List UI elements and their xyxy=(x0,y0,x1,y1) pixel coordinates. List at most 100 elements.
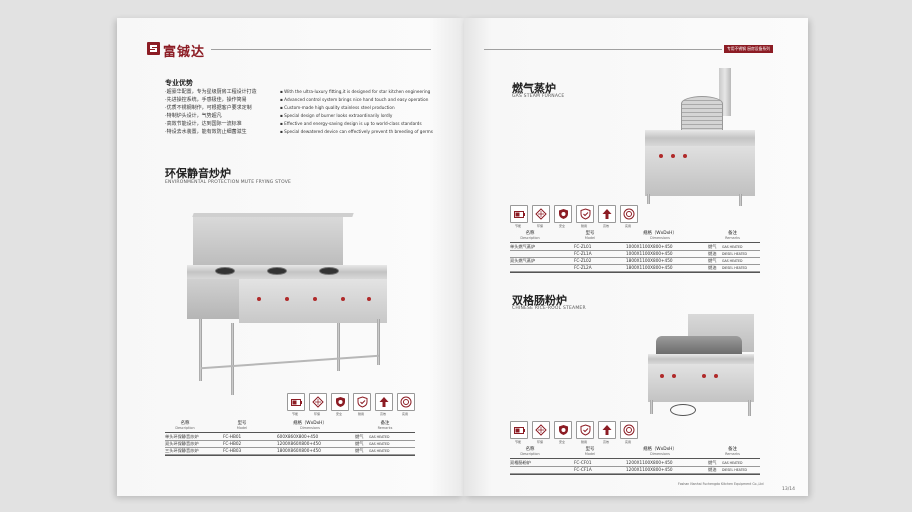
cell-model: FC-CF1A xyxy=(574,467,592,472)
rice-roll-spec-table: 名称 Description 型号 Model 规格（WxDxH） Dimens… xyxy=(510,446,760,482)
cell-fuel: 燃油 xyxy=(708,265,717,270)
cell-model: FC-HB02 xyxy=(223,441,242,446)
table-row: FC-CF1A 1200X1100X800+450 燃油 DIESEL HEAT… xyxy=(510,466,760,474)
badge-icon xyxy=(576,205,594,223)
shell-icon xyxy=(532,205,550,223)
feature-en: ▪ With the ultra-luxury fitting,it is de… xyxy=(280,89,431,94)
col-header-model: 型号 xyxy=(237,421,247,426)
features-cn-list: ·超豪华配置，专为星级厨房工程设计打造 ·先进操控系统，手感极佳，操作简易 ·优… xyxy=(165,88,257,136)
icon-label: 环保 xyxy=(536,224,543,228)
icon-label: 高效 xyxy=(379,412,386,416)
series-badge: 专用不锈钢 厨房设备系列 xyxy=(724,45,773,53)
up-arrow-icon xyxy=(598,205,616,223)
col-header-model-en: Model xyxy=(236,426,248,430)
cell-fuel: 燃油 xyxy=(708,251,717,256)
mute-stove-spec-table: 名称 Description 型号 Model 规格（WxDxH） Dimens… xyxy=(165,420,415,460)
table-rule xyxy=(165,432,415,433)
icon-label: 节能 xyxy=(514,440,521,444)
cell-dims: 1200X1100X800+450 xyxy=(626,460,673,465)
cell-fuel-en: GAS HEATED xyxy=(369,434,390,439)
cell-fuel: 燃气 xyxy=(708,460,717,465)
col-header-model-en: Model xyxy=(584,236,596,240)
stove-leg xyxy=(231,323,234,395)
mute-stove-image xyxy=(187,213,397,398)
cell-dims: 1200X1100X800+450 xyxy=(626,467,673,472)
cell-fuel-en: GAS HEATED xyxy=(369,448,390,453)
furnace-body xyxy=(645,146,755,196)
shield-icon xyxy=(331,393,349,411)
icon-label: 实用 xyxy=(401,412,408,416)
feature-cn: ·优质不锈钢制作，可根据客户要求定制 xyxy=(165,105,252,111)
feature-cn: ·先进操控系统，手感极佳，操作简易 xyxy=(165,97,247,103)
icon-label: 安全 xyxy=(335,412,342,416)
col-header-remarks: 备注 xyxy=(728,231,737,236)
cell-dims: 1800X1100X800+450 xyxy=(626,258,673,263)
cell-model: FC-ZL1A xyxy=(574,251,592,256)
col-header-dimensions-en: Dimensions xyxy=(300,426,320,430)
table-row: 双头环保静音炒炉 FC-HB02 1200X860X800+450 燃气 GAS… xyxy=(165,440,415,448)
icon-label: 实用 xyxy=(624,224,631,228)
knob xyxy=(367,297,371,301)
steamer-body xyxy=(648,364,754,402)
icon-label: 环保 xyxy=(536,440,543,444)
icon-label: 高效 xyxy=(602,440,609,444)
rice-roll-image xyxy=(642,314,760,432)
icon-label: 安全 xyxy=(558,224,565,228)
mute-stove-subtitle: ENVIRONMENTAL PROTECTION MUTE FRYING STO… xyxy=(165,180,292,185)
cell-fuel-en: DIESEL HEATED xyxy=(722,265,747,270)
cell-dims: 1000X1100X800+450 xyxy=(626,244,673,249)
feature-cn: ·特设去水装置，能有效防止细菌滋生 xyxy=(165,129,247,135)
feature-en: ▪ Effective and energy-saving design is … xyxy=(280,121,422,126)
rice-roll-subtitle: CHINESE RICE-ROOL STEAMER xyxy=(512,306,586,311)
col-header-remarks-en: Remarks xyxy=(725,452,740,456)
feature-en: ▪ Advanced control system brings nice ha… xyxy=(280,97,429,102)
cell-dims: 1800X860X800+450 xyxy=(277,448,321,453)
brand-logo-icon xyxy=(147,42,160,55)
rice-roll-feature-icons: 节能 环保 安全 耐用 高效 实用 xyxy=(510,421,640,449)
cell-name: 双格肠粉炉 xyxy=(510,460,531,465)
stove-bottom-bar xyxy=(201,354,379,370)
furnace-leg xyxy=(647,194,650,204)
stove-backsplash xyxy=(193,217,343,265)
feature-en: ▪ Special design of burner looks extraor… xyxy=(280,113,393,118)
footer-company: Foshan Nanhai Fuchengda Kitchen Equipmen… xyxy=(678,482,764,486)
icon-label: 耐用 xyxy=(580,440,587,444)
shield-icon xyxy=(554,205,572,223)
cell-fuel-en: GAS HEATED xyxy=(722,244,743,249)
right-page: 专用不锈钢 厨房设备系列 燃气蒸炉 GAS STEAM FURNACE 节能 环… xyxy=(464,18,808,496)
col-header-description-en: Description xyxy=(175,426,195,430)
cell-fuel: 燃气 xyxy=(708,244,717,249)
features-en-list: ▪ With the ultra-luxury fitting,it is de… xyxy=(280,88,433,136)
cell-model: FC-ZL02 xyxy=(574,258,592,263)
table-row: FC-ZL2A 1800X1100X800+450 燃油 DIESEL HEAT… xyxy=(510,264,760,272)
cell-fuel-en: DIESEL HEATED xyxy=(722,251,747,256)
knob xyxy=(702,374,706,378)
cell-name: 单头环保静音炒炉 xyxy=(165,434,199,439)
knob xyxy=(671,154,675,158)
feature-en: ▪ Special dewatered device can effective… xyxy=(280,129,433,134)
cell-name: 单头燃气蒸炉 xyxy=(510,244,536,249)
burner xyxy=(267,267,287,275)
badge-icon xyxy=(353,393,371,411)
col-header-dimensions: 规格（WxDxH） xyxy=(643,231,677,236)
icon-label: 节能 xyxy=(291,412,298,416)
target-icon xyxy=(620,205,638,223)
knob xyxy=(341,297,345,301)
feature-cn: ·超豪华配置，专为星级厨房工程设计打造 xyxy=(165,89,257,95)
steam-furnace-image xyxy=(639,68,755,208)
table-rule xyxy=(510,242,760,243)
knob xyxy=(313,297,317,301)
col-header-description-en: Description xyxy=(520,452,540,456)
cell-model: FC-HB03 xyxy=(223,448,242,453)
col-header-dimensions-en: Dimensions xyxy=(650,236,670,240)
cell-dims: 1800X1100X800+450 xyxy=(626,265,673,270)
cell-name: 三头环保静音炒炉 xyxy=(165,448,199,453)
battery-icon xyxy=(510,205,528,223)
col-header-model: 型号 xyxy=(585,231,595,236)
table-row: 单头环保静音炒炉 FC-HB01 600X860X800+450 燃气 GAS … xyxy=(165,433,415,441)
battery-icon xyxy=(287,393,305,411)
cell-fuel: 燃气 xyxy=(355,441,364,446)
table-rule xyxy=(510,272,760,273)
icon-label: 耐用 xyxy=(580,224,587,228)
up-arrow-icon xyxy=(598,421,616,439)
